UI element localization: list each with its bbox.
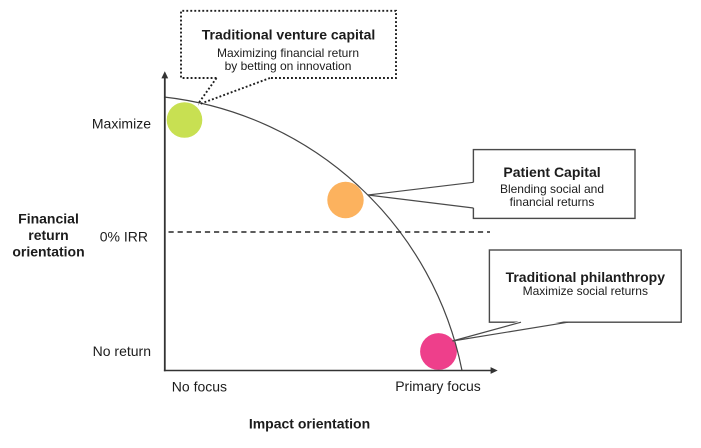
svg-text:0% IRR: 0% IRR <box>100 229 148 245</box>
svg-text:Traditional philanthropy: Traditional philanthropy <box>506 269 666 285</box>
svg-text:return: return <box>28 227 68 243</box>
svg-text:Maximize: Maximize <box>92 116 151 132</box>
svg-text:Blending social and: Blending social and <box>500 182 604 196</box>
svg-text:Maximize social returns: Maximize social returns <box>523 284 648 298</box>
svg-text:Traditional venture capital: Traditional venture capital <box>202 27 376 43</box>
svg-text:No focus: No focus <box>172 379 227 395</box>
svg-text:Impact orientation: Impact orientation <box>249 416 370 432</box>
svg-text:financial returns: financial returns <box>510 195 595 209</box>
svg-text:Maximizing financial return: Maximizing financial return <box>217 46 359 60</box>
svg-text:orientation: orientation <box>12 244 84 260</box>
svg-text:Financial: Financial <box>18 211 79 227</box>
svg-text:Patient Capital: Patient Capital <box>503 164 600 180</box>
svg-text:Primary focus: Primary focus <box>395 378 481 394</box>
svg-text:No return: No return <box>93 343 151 359</box>
svg-text:by betting on innovation: by betting on innovation <box>225 59 352 73</box>
